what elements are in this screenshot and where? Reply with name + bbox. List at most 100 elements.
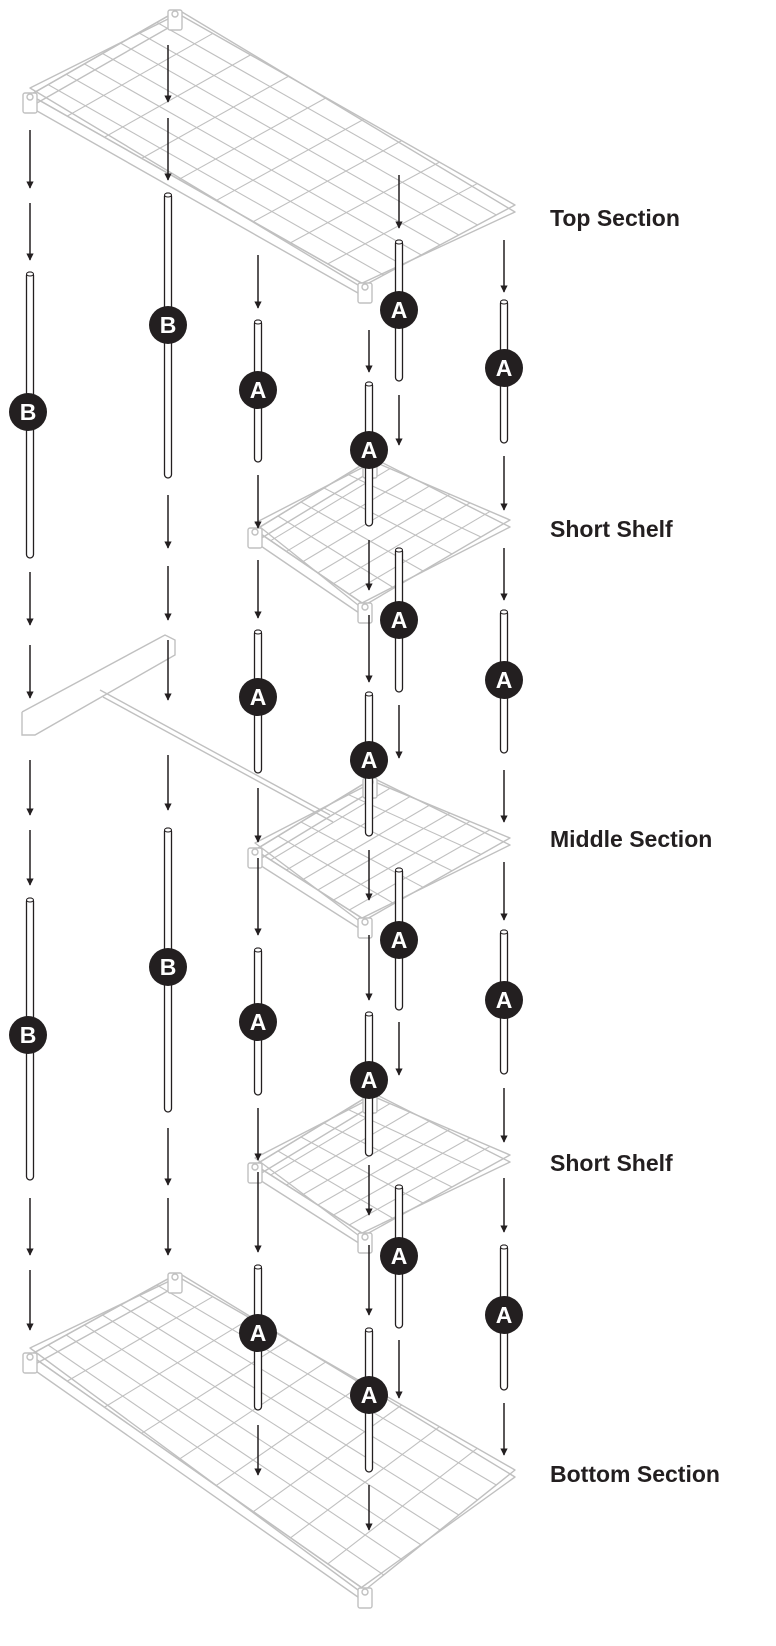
shelf-wire xyxy=(349,829,491,911)
shelf-wire xyxy=(349,510,491,595)
label-bottom-section: Bottom Section xyxy=(550,1461,720,1487)
part-b-badge: B xyxy=(9,393,47,431)
post-end xyxy=(254,629,262,635)
shelf-crosswire xyxy=(65,73,403,266)
shelf-wire xyxy=(317,812,451,891)
part-a-badge: A xyxy=(239,1003,277,1041)
short-shelf-1 xyxy=(247,457,511,624)
shelf-post-hole xyxy=(251,848,259,856)
shelf-drawings xyxy=(21,9,516,1609)
shelf-crosswire xyxy=(102,1314,441,1531)
post-end xyxy=(26,897,34,903)
post-end xyxy=(254,947,262,953)
shelf-wire xyxy=(333,820,471,901)
badge-letter: A xyxy=(391,607,408,633)
part-a-badge: A xyxy=(485,981,523,1019)
part-b-badge: B xyxy=(149,948,187,986)
badge-letter: B xyxy=(20,1022,37,1048)
badge-circle xyxy=(350,741,388,779)
badge-circle xyxy=(149,948,187,986)
badge-letter: B xyxy=(20,399,37,425)
shelf-foot xyxy=(22,92,38,114)
post-end xyxy=(164,192,172,198)
badge-letter: A xyxy=(250,1320,267,1346)
shelf-frame-inner xyxy=(254,1094,511,1236)
post-end xyxy=(365,1011,373,1017)
shelf-apron xyxy=(29,11,366,298)
shelf-wire xyxy=(333,1137,471,1216)
shelf-foot xyxy=(357,917,373,939)
middle-section-shelf xyxy=(247,777,511,939)
badge-letter: A xyxy=(391,1243,408,1269)
post-end xyxy=(395,1184,403,1190)
bracket-body xyxy=(21,634,176,736)
short-shelf-2 xyxy=(247,1092,511,1254)
label-short-shelf-2: Short Shelf xyxy=(550,1150,673,1176)
shelf-crosswire xyxy=(138,32,478,226)
part-a-badge: A xyxy=(485,661,523,699)
shelf-crosswire xyxy=(84,63,422,256)
post-end xyxy=(395,867,403,873)
part-a-badge: A xyxy=(350,741,388,779)
part-b-badge: B xyxy=(149,306,187,344)
shelf-crosswire xyxy=(47,84,385,276)
badge-circle xyxy=(9,1016,47,1054)
bottom-section-shelf xyxy=(22,1272,516,1609)
badge-letter: A xyxy=(250,1009,267,1035)
badge-letter: A xyxy=(496,667,513,693)
part-a-badge: A xyxy=(485,349,523,387)
shelf-crosswire xyxy=(300,501,424,572)
shelf-post-hole xyxy=(361,283,369,291)
shelf-crosswire xyxy=(300,821,424,888)
shelf-foot xyxy=(357,282,373,304)
shelf-post-hole xyxy=(251,1163,259,1171)
badge-circle xyxy=(380,601,418,639)
shelf-wire xyxy=(333,502,471,585)
badge-circle xyxy=(380,1237,418,1275)
hanging-rod xyxy=(99,689,331,816)
shelf-foot xyxy=(247,527,263,549)
shelf-apron xyxy=(254,459,371,618)
badge-circle xyxy=(380,921,418,959)
label-top-section: Top Section xyxy=(550,205,680,231)
badge-circle xyxy=(239,678,277,716)
part-a-badge: A xyxy=(380,601,418,639)
hanging-rod-edge xyxy=(102,696,334,823)
post-end xyxy=(395,547,403,553)
shelf-wire xyxy=(286,476,411,552)
badge-circle xyxy=(485,661,523,699)
shelf-crosswire xyxy=(323,807,453,872)
shelf-post-hole xyxy=(251,528,259,536)
badge-circle xyxy=(149,306,187,344)
post-end xyxy=(26,271,34,277)
hanging-rod-bracket xyxy=(21,634,334,823)
badge-letter: A xyxy=(391,927,408,953)
shelf-foot xyxy=(167,9,183,31)
post-end xyxy=(500,1244,508,1250)
badge-letter: A xyxy=(361,1382,378,1408)
shelf-post-hole xyxy=(171,1273,179,1281)
shelf-post-hole xyxy=(361,603,369,611)
shelf-wire xyxy=(317,493,451,574)
part-a-badge: A xyxy=(350,431,388,469)
shelf-post-hole xyxy=(26,93,34,101)
shelf-post-hole xyxy=(361,1233,369,1241)
badge-letter: A xyxy=(250,377,267,403)
badge-letter: A xyxy=(496,1302,513,1328)
shelf-crosswire xyxy=(120,42,460,236)
badge-letter: A xyxy=(391,297,408,323)
post-end xyxy=(500,299,508,305)
shelf-crosswire xyxy=(323,1122,453,1188)
badge-circle xyxy=(350,431,388,469)
shelf-crosswire xyxy=(323,487,453,555)
shelf-crosswire xyxy=(156,1284,497,1486)
shelf-crosswire xyxy=(102,53,441,246)
shelf-wire xyxy=(317,1128,451,1206)
badge-circle xyxy=(350,1061,388,1099)
shelf-post-hole xyxy=(171,10,179,18)
badge-letter: A xyxy=(250,684,267,710)
badge-circle xyxy=(380,291,418,329)
label-middle-section: Middle Section xyxy=(550,826,713,852)
shelf-foot xyxy=(247,1162,263,1184)
